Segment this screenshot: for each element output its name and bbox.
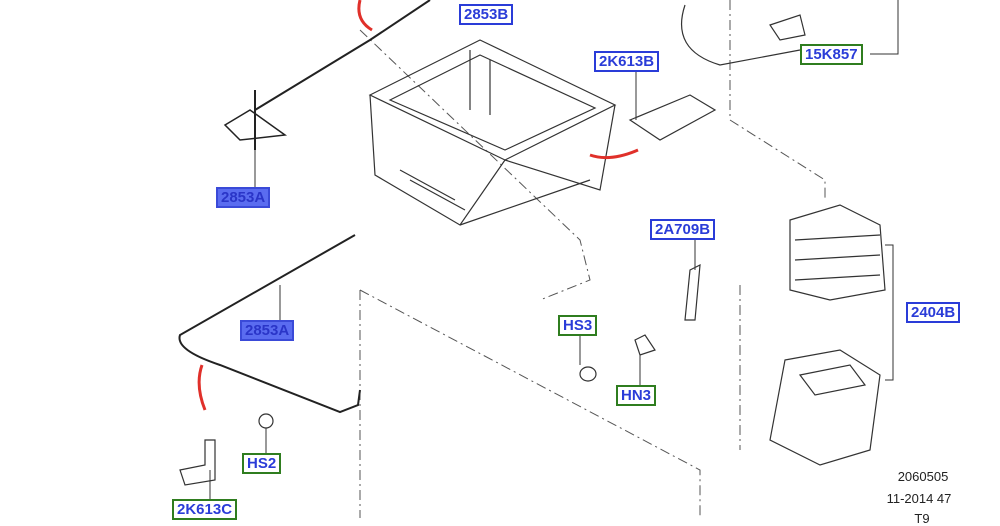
grouping-dashed-lines xyxy=(359,0,826,518)
callout-2404B[interactable]: 2404B xyxy=(906,302,961,323)
red-arrows xyxy=(197,0,639,411)
leader-lines xyxy=(209,0,899,500)
callout-2A709B[interactable]: 2A709B xyxy=(650,219,716,240)
cables xyxy=(178,0,431,414)
callout-HS2[interactable]: HS2 xyxy=(242,453,282,474)
date-code: 11-2014 47 xyxy=(886,491,952,506)
callout-HS3[interactable]: HS3 xyxy=(558,315,598,336)
hardware-parts xyxy=(179,4,886,486)
callout-15K857[interactable]: 15K857 xyxy=(800,44,863,65)
callout-2K613B[interactable]: 2K613B xyxy=(594,51,660,72)
callout-2853A-lower[interactable]: 2853A xyxy=(240,320,295,341)
drawing-number: 2060505 xyxy=(897,469,949,484)
drawing-suffix: T9 xyxy=(914,511,930,526)
callout-HN3[interactable]: HN3 xyxy=(616,385,657,406)
callout-2K613C[interactable]: 2K613C xyxy=(172,499,238,520)
callout-2853A-upper[interactable]: 2853A xyxy=(216,187,271,208)
seat-base-frame xyxy=(368,39,617,226)
callout-2853B[interactable]: 2853B xyxy=(459,4,514,25)
